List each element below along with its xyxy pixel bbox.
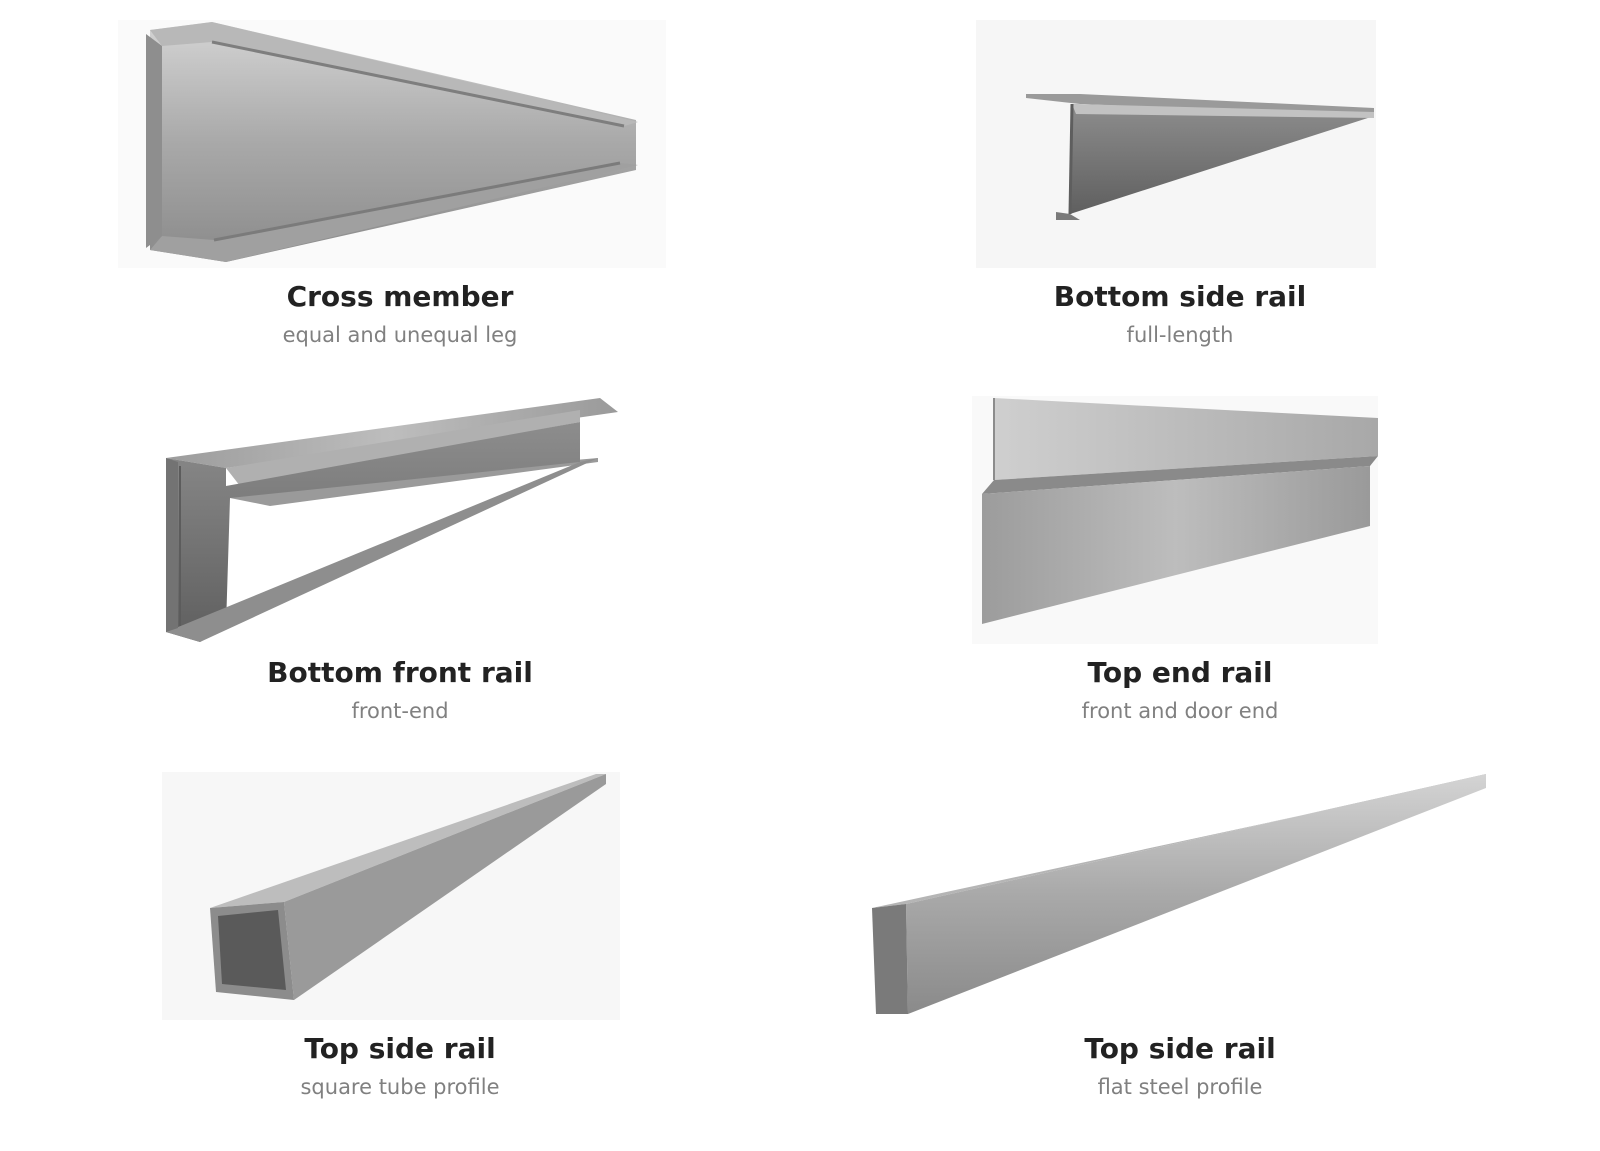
z-profile-rail-icon — [976, 20, 1376, 268]
product-title: Top side rail — [304, 1032, 496, 1065]
angled-sheet-profile-icon — [972, 396, 1378, 644]
product-title: Top end rail — [1087, 656, 1273, 689]
product-card-top-side-rail-flat-bar[interactable]: Top side rail flat steel profile — [780, 752, 1580, 1128]
product-title: Bottom side rail — [1053, 280, 1307, 313]
product-subtitle: full-length — [1126, 323, 1234, 347]
product-card-bottom-front-rail[interactable]: Bottom front rail front-end — [0, 376, 800, 752]
product-title: Top side rail — [1084, 1032, 1276, 1065]
product-subtitle: square tube profile — [300, 1075, 500, 1099]
product-subtitle: flat steel profile — [1097, 1075, 1263, 1099]
product-card-top-side-rail-square-tube[interactable]: Top side rail square tube profile — [0, 752, 800, 1128]
c-channel-profile-icon — [118, 20, 666, 268]
product-card-top-end-rail[interactable]: Top end rail front and door end — [780, 376, 1580, 752]
product-card-cross-member[interactable]: Cross member equal and unequal leg — [0, 0, 800, 376]
square-tube-profile-icon — [162, 772, 620, 1020]
product-title: Cross member — [286, 280, 514, 313]
product-subtitle: front-end — [351, 699, 449, 723]
product-card-bottom-side-rail[interactable]: Bottom side rail full-length — [780, 0, 1580, 376]
product-subtitle: front and door end — [1081, 699, 1279, 723]
lipped-channel-profile-icon — [166, 398, 618, 642]
product-title: Bottom front rail — [267, 656, 533, 689]
product-subtitle: equal and unequal leg — [282, 323, 518, 347]
flat-bar-profile-icon — [872, 774, 1486, 1014]
